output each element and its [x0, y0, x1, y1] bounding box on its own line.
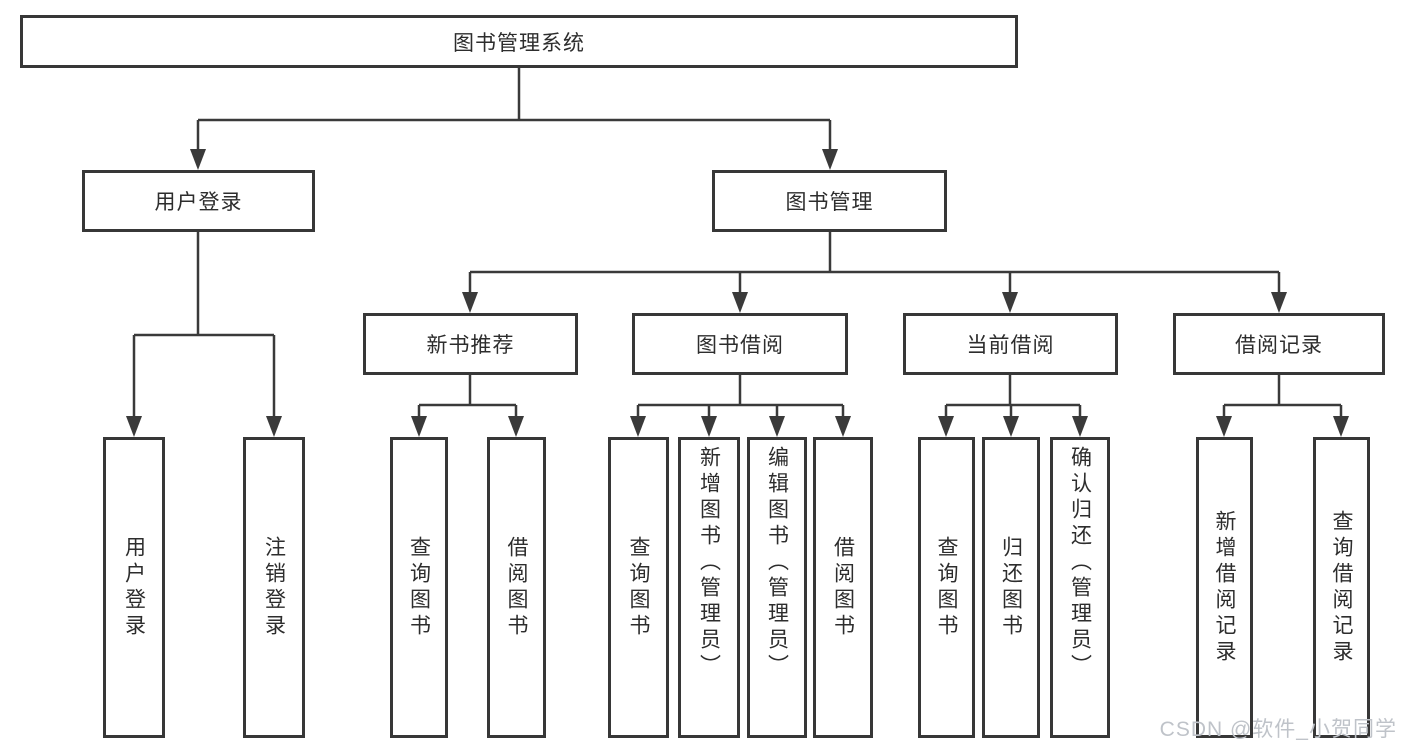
- user-login-box: 用户登录: [82, 170, 315, 232]
- leaf-newbook-borrow-books-box: 借阅图书: [487, 437, 546, 738]
- leaf-add-borrow-record-box: 新增借阅记录: [1196, 437, 1253, 738]
- leaf-borrow-books-box: 借阅图书: [813, 437, 873, 738]
- leaf-edit-book-admin-box: 编辑图书（管理员）: [747, 437, 807, 738]
- leaf-current-query-books-box: 查询图书: [918, 437, 975, 738]
- new-book-recommend-box: 新书推荐: [363, 313, 578, 375]
- watermark-text: CSDN @软件_小贺同学: [1159, 718, 1397, 741]
- leaf-confirm-return-admin-box: 确认归还（管理员）: [1050, 437, 1110, 738]
- leaf-borrow-query-books-box: 查询图书: [608, 437, 669, 738]
- leaf-query-borrow-record-box: 查询借阅记录: [1313, 437, 1370, 738]
- leaf-user-login-box: 用户登录: [103, 437, 165, 738]
- book-management-box: 图书管理: [712, 170, 947, 232]
- leaf-return-book-box: 归还图书: [982, 437, 1040, 738]
- system-root-box: 图书管理系统: [20, 15, 1018, 68]
- leaf-newbook-query-books-box: 查询图书: [390, 437, 448, 738]
- borrow-record-box: 借阅记录: [1173, 313, 1385, 375]
- leaf-logout-box: 注销登录: [243, 437, 305, 738]
- current-borrow-box: 当前借阅: [903, 313, 1118, 375]
- book-borrow-box: 图书借阅: [632, 313, 848, 375]
- leaf-add-book-admin-box: 新增图书（管理员）: [678, 437, 740, 738]
